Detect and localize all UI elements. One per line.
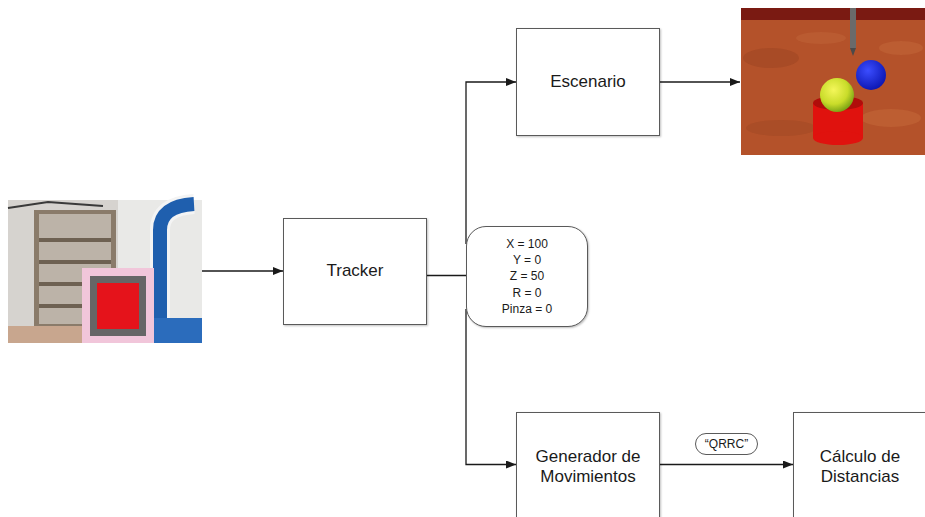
coordinate-value: Y = 0 — [475, 252, 579, 268]
data-callout: X = 100Y = 0Z = 50R = 0Pinza = 0 — [466, 226, 588, 327]
edge-label: “QRRC” — [695, 433, 758, 455]
scene-texture — [746, 120, 816, 136]
box-label: Generador de Movimientos — [525, 447, 651, 488]
scene-needle-tip — [850, 48, 856, 56]
box-label: Tracker — [292, 261, 418, 281]
photo-wall — [8, 200, 202, 343]
photo-marker-frame — [82, 268, 154, 343]
process-box: Generador de Movimientos — [516, 412, 660, 517]
scene-yellow-sphere — [820, 78, 854, 112]
scene-blue-sphere — [856, 60, 886, 90]
photo-shelf-board — [39, 260, 111, 264]
box-content: Cálculo de Distancias — [794, 441, 925, 494]
connector-arrow — [660, 464, 793, 465]
box-content: Escenario — [517, 66, 659, 98]
photo-marker-border — [90, 276, 146, 336]
box-content: Generador de Movimientos — [517, 441, 659, 494]
coordinate-value: X = 100 — [475, 236, 579, 252]
photo-cable — [8, 202, 103, 208]
scene-texture — [796, 32, 846, 44]
scene-texture — [861, 109, 921, 127]
coordinate-value: R = 0 — [475, 285, 579, 301]
scene-texture — [743, 48, 799, 68]
process-box: Cálculo de Distancias — [793, 412, 925, 517]
input-arrow — [202, 270, 283, 271]
scene-floor — [741, 8, 925, 155]
connector-arrow — [466, 82, 516, 244]
photo-hand — [8, 326, 88, 343]
coordinate-value: Pinza = 0 — [475, 301, 579, 317]
coordinate-value: Z = 50 — [475, 268, 579, 284]
box-label: Cálculo de Distancias — [802, 447, 918, 488]
scene-needle — [850, 8, 856, 48]
scene-cylinder-bottom — [813, 131, 863, 145]
box-content: X = 100Y = 0Z = 50R = 0Pinza = 0 — [467, 230, 587, 323]
process-box: Tracker — [283, 218, 427, 325]
process-box: Escenario — [516, 28, 660, 136]
photo-marker-center — [97, 283, 139, 329]
photo-shelf-board — [39, 238, 111, 242]
camera-photo — [8, 200, 202, 343]
connector-arrow — [427, 275, 466, 276]
scene-render — [741, 8, 925, 155]
scene-wall — [741, 8, 925, 20]
scene-texture — [879, 41, 923, 55]
box-content: Tracker — [284, 255, 426, 287]
box-label: Escenario — [525, 72, 651, 92]
output-arrow — [660, 81, 740, 82]
connector-arrow — [466, 309, 516, 465]
